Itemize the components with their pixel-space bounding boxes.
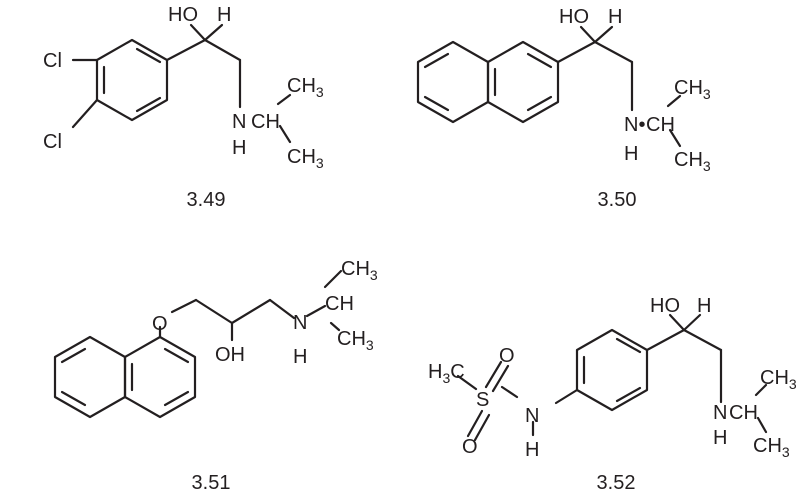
caption-3-52: 3.52 <box>597 472 636 494</box>
atom-n: N• <box>624 114 645 136</box>
atom-cl-top: Cl <box>43 50 62 72</box>
chain-bonds <box>158 269 343 342</box>
atom-ch3-bottom: CH3 <box>674 149 711 174</box>
atom-h: H <box>217 4 231 26</box>
atom-n-h: H <box>624 143 638 165</box>
side-chain-bonds <box>71 23 292 144</box>
atom-ch3-top: CH3 <box>341 258 378 283</box>
atom-ch3-bottom: CH3 <box>753 435 790 460</box>
atom-n: N <box>293 312 307 334</box>
atom-ch3-top: CH3 <box>287 75 324 100</box>
atom-n-h: H <box>232 137 246 159</box>
benzene-ring <box>575 328 649 412</box>
side-chain-bonds <box>556 25 682 148</box>
atom-h: H <box>608 6 622 28</box>
caption-3-49: 3.49 <box>187 189 226 211</box>
caption-3-51: 3.51 <box>192 472 231 494</box>
atom-ch3-bottom: CH3 <box>287 146 324 171</box>
atom-h3c: H3C <box>428 361 465 386</box>
atom-ch: CH <box>251 111 280 133</box>
side-chain-bonds <box>645 313 768 434</box>
atom-o-top: O <box>499 345 515 367</box>
molecule-3-52: H3C O S O N H HO H N H CH CH3 CH3 3.52 <box>428 295 797 494</box>
atom-ch: CH <box>325 293 354 315</box>
atom-nh-n: N <box>713 402 727 424</box>
atom-oh: OH <box>215 344 245 366</box>
molecule-3-50: HO H N• H CH CH3 CH3 3.50 <box>416 6 711 211</box>
atom-cl-bottom: Cl <box>43 131 62 153</box>
atom-o: O <box>152 313 168 335</box>
molecule-3-49: Cl Cl HO H N H CH CH3 CH3 3.49 <box>43 4 324 211</box>
benzene-ring <box>95 38 169 122</box>
atom-n-h: H <box>293 346 307 368</box>
naphthalene-ring <box>53 335 197 419</box>
atom-ch: CH <box>646 114 675 136</box>
sulfonamide-bonds <box>456 360 579 442</box>
atom-ho: HO <box>559 6 589 28</box>
atom-ch3-bottom: CH3 <box>337 328 374 353</box>
atom-ch3-top: CH3 <box>674 77 711 102</box>
molecule-3-51: O OH N H CH CH3 CH3 3.51 <box>53 258 378 494</box>
naphthalene-ring <box>416 40 560 124</box>
atom-h: H <box>697 295 711 317</box>
atom-s: S <box>476 389 489 411</box>
atom-n-h: H <box>525 439 539 461</box>
atom-ho: HO <box>650 295 680 317</box>
atom-ch: CH <box>729 402 758 424</box>
caption-3-50: 3.50 <box>598 189 637 211</box>
atom-n: N <box>232 111 246 133</box>
atom-ho: HO <box>168 4 198 26</box>
atom-n: N <box>525 405 539 427</box>
atom-ch3-top: CH3 <box>760 367 797 392</box>
atom-o-bottom: O <box>462 436 478 458</box>
atom-nh-h: H <box>713 427 727 449</box>
